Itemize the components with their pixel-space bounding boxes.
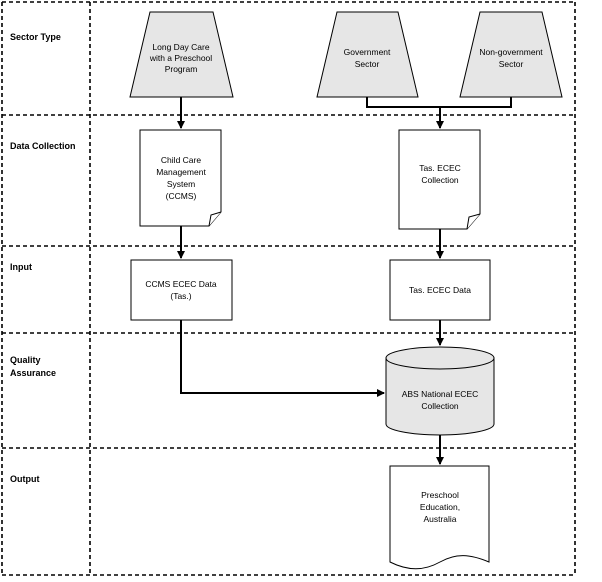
government-sector-label-line: Government <box>344 47 391 57</box>
preschool-education-label-line: Preschool <box>421 490 459 500</box>
ccms-ecec-data-label-line: (Tas.) <box>170 291 191 301</box>
ccms-label-line: (CCMS) <box>166 191 197 201</box>
lane-label-input-line: Input <box>10 262 32 272</box>
tas-ecec-collection-label-line: Collection <box>421 175 459 185</box>
abs-national-label: ABS National ECEC Collection <box>402 389 479 411</box>
lane-label-data-collection-line: Data Collection <box>10 141 76 151</box>
lane-label-data-collection: Data Collection <box>10 141 76 151</box>
ccms-ecec-data-node: CCMS ECEC Data (Tas.) <box>130 259 233 321</box>
ccms-ecec-data-label: CCMS ECEC Data (Tas.) <box>145 279 217 301</box>
abs-national-node: ABS National ECEC Collection <box>385 346 495 436</box>
ccms-ecec-data-label-line: CCMS ECEC Data <box>145 279 217 289</box>
connectors <box>177 97 512 465</box>
ccms-label-line: Child Care <box>161 155 201 165</box>
tas-ecec-collection-label: Tas. ECEC Collection <box>419 163 461 185</box>
abs-national-label-line: Collection <box>421 401 459 411</box>
tas-ecec-collection-node: Tas. ECEC Collection <box>398 129 481 230</box>
lane-label-sector-type: Sector Type <box>10 32 61 42</box>
tas-ecec-collection-label-line: Tas. ECEC <box>419 163 461 173</box>
tas-ecec-data-label: Tas. ECEC Data <box>409 285 471 295</box>
lane-label-quality-assurance-line: Assurance <box>10 368 56 378</box>
connector-sectors-merge <box>366 97 512 108</box>
long-day-care-label-line: Program <box>165 64 198 74</box>
ccms-label-line: System <box>167 179 195 189</box>
preschool-education-label-line: Australia <box>423 514 456 524</box>
tas-ecec-data-label-line: Tas. ECEC Data <box>409 285 471 295</box>
non-government-sector-label-line: Sector <box>499 59 524 69</box>
long-day-care-label-line: with a Preschool <box>149 53 212 63</box>
lane-label-output-line: Output <box>10 474 40 484</box>
swimlane-grid <box>1 1 576 576</box>
ccms-label-line: Management <box>156 167 206 177</box>
lane-label-quality-assurance-line: Quality <box>10 355 41 365</box>
government-sector-label-line: Sector <box>355 59 380 69</box>
connector-ccms-data-to-abs <box>180 320 385 397</box>
lane-label-input: Input <box>10 262 32 272</box>
lane-label-output: Output <box>10 474 40 484</box>
abs-national-label-line: ABS National ECEC <box>402 389 479 399</box>
non-government-sector-label-line: Non-government <box>479 47 543 57</box>
preschool-education-label-line: Education, <box>420 502 460 512</box>
lane-label-sector-type-line: Sector Type <box>10 32 61 42</box>
tas-ecec-data-node: Tas. ECEC Data <box>389 259 491 321</box>
long-day-care-label-line: Long Day Care <box>152 42 209 52</box>
